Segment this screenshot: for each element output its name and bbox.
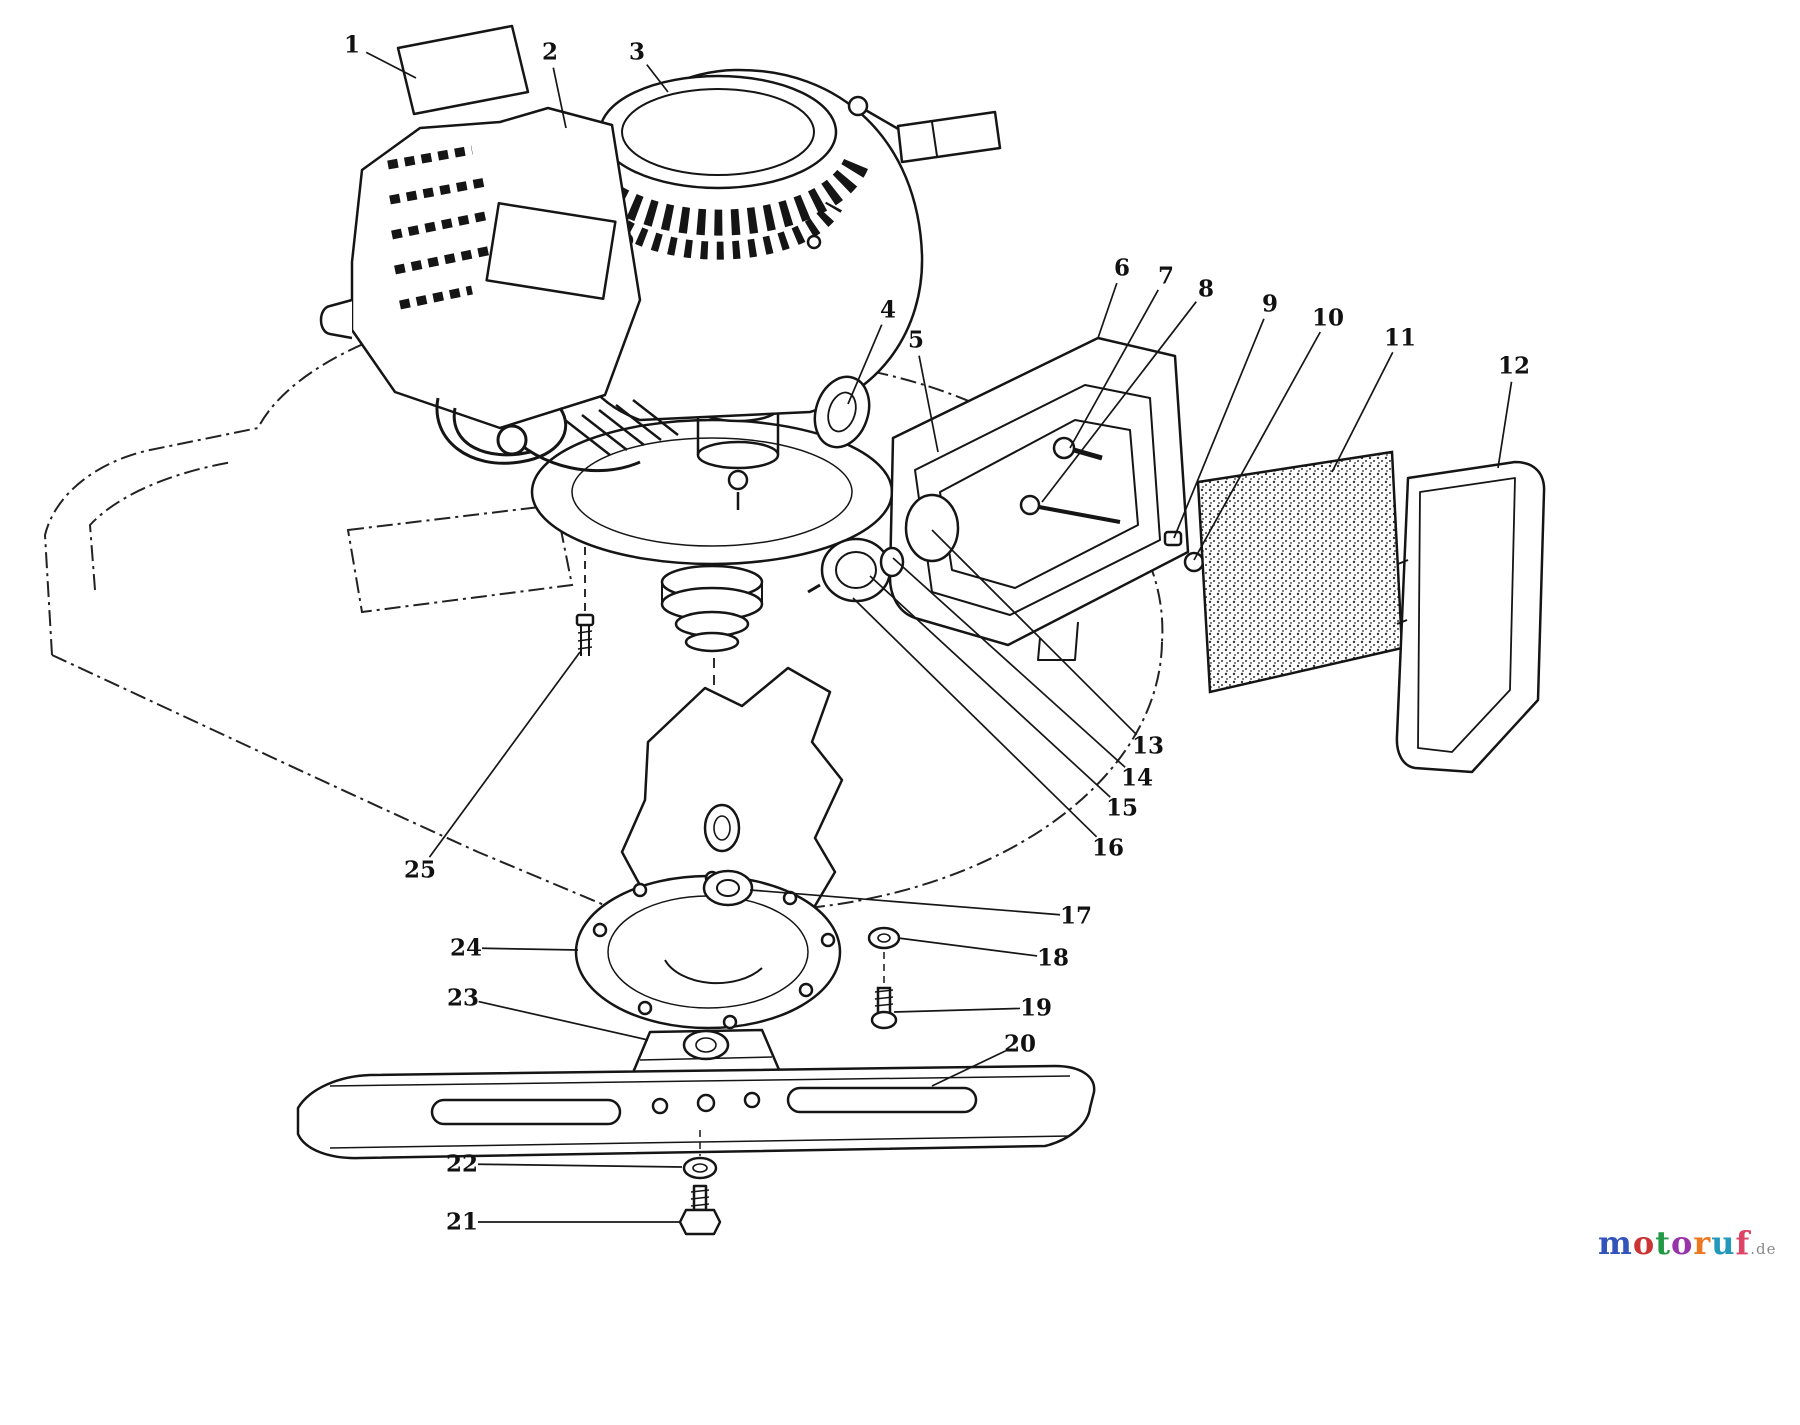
leader-line-13 [931,529,1138,736]
callout-24: 24 [449,934,483,962]
leader-line-3 [646,64,669,93]
leader-line-18 [897,937,1038,957]
bolt [870,952,898,1030]
logo-wordmark: motoruf [1598,1224,1750,1262]
callout-14: 14 [1120,764,1154,792]
spindle-assembly [575,505,764,838]
leader-line-9 [1173,318,1265,539]
leader-line-16 [852,597,1098,838]
leader-line-19 [893,1007,1021,1013]
callout-10: 10 [1311,304,1345,332]
air-cleaner-assembly [807,336,1205,661]
leader-line-2 [552,67,567,129]
callout-25: 25 [403,856,437,884]
bearing [702,869,754,907]
blade [296,1064,1096,1160]
logo-letter: r [1693,1224,1712,1262]
wiring-harness [435,397,641,473]
air-intake-hole [904,493,960,563]
logo-letter: o [1670,1224,1694,1262]
watermark-logo[interactable]: motoruf.de [1598,1224,1776,1262]
logo-letter: f [1735,1224,1751,1262]
callout-13: 13 [1131,732,1165,760]
starter-handle [847,95,1002,164]
callout-16: 16 [1091,834,1125,862]
callout-11: 11 [1383,324,1417,352]
leader-line-25 [428,651,581,858]
air-cleaner-body [888,336,1190,647]
hardware-right [867,926,901,1030]
logo-letter: o [1632,1224,1656,1262]
blade-assembly [296,1028,1096,1236]
callout-8: 8 [1197,275,1215,303]
leader-line-12 [1497,381,1513,469]
callout-9: 9 [1261,290,1279,318]
leader-line-10 [1193,331,1321,561]
blank-decal-tag [396,24,530,116]
leader-line-8 [1041,301,1197,503]
pulley-stack [660,564,764,653]
leader-line-5 [918,355,939,453]
blade-driver [630,1028,782,1077]
leader-line-24 [481,947,579,951]
logo-letter: t [1655,1224,1671,1262]
cooling-fins [564,399,679,456]
leader-line-15 [869,575,1111,798]
primer-bulb [807,537,905,603]
crankshaft-boss [319,298,353,340]
callout-4: 4 [879,296,897,324]
callout-20: 20 [1003,1030,1037,1058]
callout-23: 23 [446,984,480,1012]
leader-line-4 [847,324,883,405]
callout-18: 18 [1036,944,1070,972]
callout-3: 3 [628,38,646,66]
callout-7: 7 [1157,262,1175,290]
blade-adapter-assembly [574,869,842,1030]
leader-line-6 [1097,282,1118,339]
callout-22: 22 [445,1150,479,1178]
callout-19: 19 [1019,994,1053,1022]
carburetor-gasket [813,375,871,449]
leader-line-11 [1331,351,1394,473]
air-filter-cover [1395,460,1546,774]
logo-suffix: .de [1750,1240,1777,1258]
callout-5: 5 [907,326,925,354]
leader-line-20 [931,1050,1006,1087]
callout-12: 12 [1497,352,1531,380]
leader-line-22 [477,1163,683,1168]
leader-line-23 [478,1000,649,1041]
nut-small [1163,530,1183,547]
cover-louvers [387,145,493,310]
logo-letter: m [1598,1224,1633,1262]
blade-bolt [678,1130,722,1236]
leader-line-1 [365,51,417,79]
callout-15: 15 [1105,794,1139,822]
air-cleaner-screw [1052,436,1103,461]
leader-line-7 [1069,289,1159,449]
engine-decal [485,202,617,300]
leader-line-14 [892,557,1126,768]
logo-letter: u [1711,1224,1736,1262]
callout-6: 6 [1113,254,1131,282]
callout-17: 17 [1059,902,1093,930]
callout-1: 1 [343,31,361,59]
leader-line-17 [749,889,1061,916]
air-cleaner-stud [1019,494,1121,524]
engine-assembly [319,24,1002,566]
callout-21: 21 [445,1208,479,1236]
callout-2: 2 [541,38,559,66]
blade-washer [682,1156,718,1180]
